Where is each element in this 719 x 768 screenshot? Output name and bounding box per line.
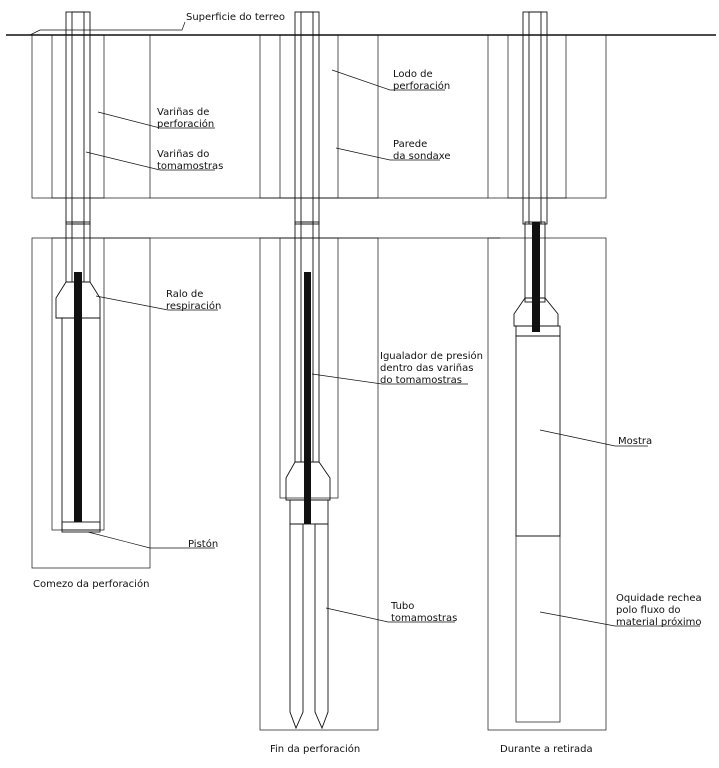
label-sampler-rods: Variñas do tomamostras xyxy=(157,149,223,172)
caption-stage1: Comezo da perforación xyxy=(33,578,149,590)
label-drilling-rods: Variñas de perforación xyxy=(157,107,214,130)
bore-top-2 xyxy=(259,11,379,225)
label-cavity: Oquidade rechea polo fluxo do material p… xyxy=(616,593,705,628)
caption-stage3: Durante a retirada xyxy=(500,744,593,755)
label-borehole-wall: Parede da sondaxe xyxy=(393,139,451,162)
bore-top-3 xyxy=(487,11,607,225)
bore-top-1 xyxy=(31,11,151,225)
caption-stage2: Fin da perforación xyxy=(270,743,360,755)
bore-bottom-2 xyxy=(259,221,379,731)
label-vent-valve: Ralo de respiración xyxy=(166,289,221,312)
label-pressure-equalizer: Igualador de presión dentro das variñas … xyxy=(380,350,486,386)
label-sampler-tube: Tubo tomamostras xyxy=(390,601,457,624)
bore-bottom-3 xyxy=(487,221,607,731)
leader-lines xyxy=(29,21,700,627)
label-piston: Pistón xyxy=(188,538,218,550)
label-sample: Mostra xyxy=(618,436,652,447)
bore-bottom-1 xyxy=(31,221,151,569)
label-drilling-mud: Lodo de perforación xyxy=(393,69,450,92)
label-ground-surface: Superficie do terreo xyxy=(186,12,285,23)
